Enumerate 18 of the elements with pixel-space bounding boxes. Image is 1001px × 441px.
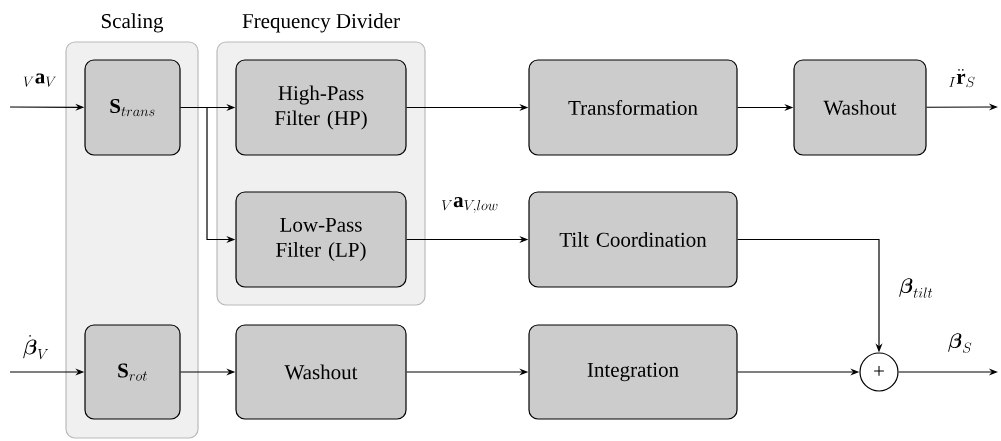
process-box: Washout: [235, 324, 407, 420]
process-box: Integration: [528, 324, 738, 420]
signal-label: ${}_{V}\mathbf{a}_{V}$: [23, 73, 57, 87]
process-box: Low-Pass Filter (LP): [235, 191, 407, 288]
signal-label: $\boldsymbol{\beta}_{S}$: [948, 333, 972, 353]
signal-label: $\boldsymbol{\beta}_{tilt}$: [899, 278, 933, 298]
process-box: Transformation: [528, 59, 738, 156]
signal-label: $\dot{\boldsymbol{\beta}}_{V}$: [23, 335, 49, 360]
node-label: Frequency Divider: [242, 13, 400, 33]
process-box: Washout: [793, 59, 927, 156]
process-box: Tilt Coordination: [528, 191, 738, 288]
signal-label: ${}_{V}\mathbf{a}_{V,low}$: [442, 197, 498, 213]
process-box: $\mathbf{S}_{rot}$: [84, 324, 181, 420]
process-box: High-Pass Filter (HP): [235, 59, 407, 156]
sum-junction: +: [859, 352, 899, 392]
process-box: $\mathbf{S}_{trans}$: [84, 59, 181, 156]
node-label: Scaling: [101, 13, 164, 33]
signal-label: ${}_{I}\ddot{\mathbf{r}}_{S}$: [949, 69, 975, 88]
